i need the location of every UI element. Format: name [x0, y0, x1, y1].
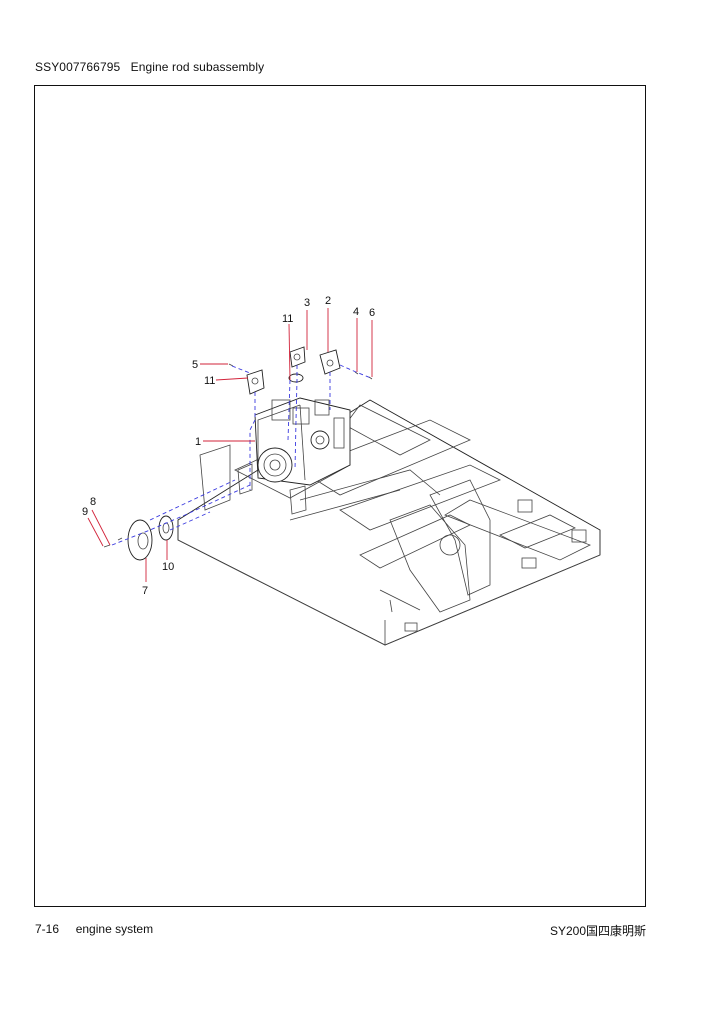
- callout-5: 5: [192, 359, 198, 371]
- callout-leaders: [87, 308, 373, 582]
- part-number: SSY007766795: [35, 60, 121, 74]
- callout-11-left: 11: [204, 375, 215, 387]
- callout-7: 7: [142, 585, 148, 597]
- page-footer-left: 7-16 engine system: [35, 922, 153, 936]
- coupling-parts: [103, 515, 174, 561]
- callout-4: 4: [353, 306, 359, 318]
- callout-9: 9: [82, 506, 88, 518]
- callout-8: 8: [90, 496, 96, 508]
- callout-10: 10: [162, 561, 174, 573]
- callout-2: 2: [325, 295, 331, 307]
- model-name: SY200国四康明斯: [549, 924, 646, 938]
- callout-labels: 1 2 3 4 5 6 7 8 9 10 11 11: [82, 295, 375, 597]
- assembly-title: Engine rod subassembly: [130, 60, 265, 74]
- callout-3: 3: [304, 297, 310, 309]
- assembly-axes: [111, 364, 372, 546]
- engine-assembly: [237, 397, 351, 515]
- upper-frame: [177, 399, 601, 646]
- drawing-frame: [34, 85, 646, 907]
- page-header: SSY007766795 Engine rod subassembly: [35, 60, 264, 74]
- mount-brackets: [228, 346, 373, 395]
- callout-1: 1: [195, 436, 201, 448]
- section-name: engine system: [75, 922, 154, 936]
- callout-6: 6: [369, 307, 375, 319]
- page-number: 7-16: [35, 922, 60, 936]
- callout-11-top: 11: [282, 313, 293, 325]
